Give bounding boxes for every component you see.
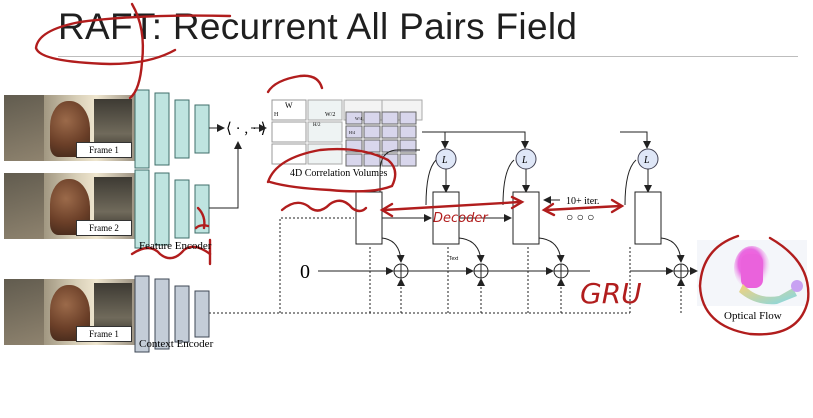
feature-encoder-caption: Feature Encoder — [139, 240, 212, 252]
volume-label-w: W — [285, 101, 293, 110]
initial-flow-label: 0 — [300, 261, 310, 283]
sum-node — [393, 263, 689, 279]
update-block — [355, 191, 662, 245]
decoder-annotation: Decoder — [433, 211, 489, 226]
input-frame-1: Frame 1 — [4, 95, 136, 161]
correlation-volume: W H W/2 H/2 W/4 H/4 — [271, 99, 423, 167]
feature-encoder-top — [134, 89, 210, 169]
feature-encoder-bottom — [134, 169, 210, 249]
lookup-label: L — [643, 155, 650, 166]
lookup-label: L — [521, 155, 528, 166]
frame-label: Frame 2 — [76, 220, 132, 236]
correlation-swoosh-annotation — [266, 74, 324, 94]
iterations-label: 10+ iter. — [566, 196, 599, 207]
gru-annotation: GRU — [580, 277, 642, 310]
decoder-right-arrow — [510, 195, 525, 210]
inner-product-label: ⟨ · , · ⟩ — [226, 121, 266, 137]
input-frame-2: Frame 2 — [4, 173, 136, 239]
context-connections — [209, 217, 631, 314]
handwritten-annotations — [34, 2, 810, 336]
frame-label: Frame 1 — [76, 326, 132, 342]
context-frame: Frame 1 — [4, 279, 136, 345]
volume-label-w4: W/4 — [355, 116, 362, 121]
context-encoder-caption: Context Encoder — [139, 338, 214, 350]
optical-flow-circle-annotation — [698, 234, 810, 336]
volume-label-h: H — [274, 112, 279, 118]
lookup-operator: L L L — [435, 148, 659, 170]
encoder-arrow — [209, 141, 242, 209]
volume-label-w2: W/2 — [325, 112, 335, 118]
text-tag: Text — [449, 256, 459, 262]
title-divider — [58, 56, 798, 57]
volume-label-h4: H/4 — [349, 130, 355, 135]
correlation-circle-annotation — [266, 147, 397, 193]
iteration-span-annotation — [544, 204, 622, 212]
slide-title: RAFT: Recurrent All Pairs Field — [58, 6, 578, 47]
frame-label: Frame 1 — [76, 142, 132, 158]
decoder-span-annotation — [382, 200, 522, 212]
ellipsis-dots: ○ ○ ○ — [566, 210, 594, 224]
correlation-underline-annotation — [280, 199, 368, 213]
title-swoosh-annotation — [128, 2, 145, 100]
volume-label-h2: H/2 — [313, 123, 321, 128]
optical-flow-caption: Optical Flow — [724, 310, 782, 322]
decoder-left-arrow — [379, 202, 394, 218]
iteration-left-arrow — [541, 202, 556, 217]
lookup-label: L — [441, 155, 448, 166]
context-encoder — [134, 275, 210, 353]
title-circle-annotation — [34, 14, 232, 66]
encoder-underline-annotation — [130, 245, 212, 260]
correlation-caption: 4D Correlation Volumes — [290, 168, 388, 179]
